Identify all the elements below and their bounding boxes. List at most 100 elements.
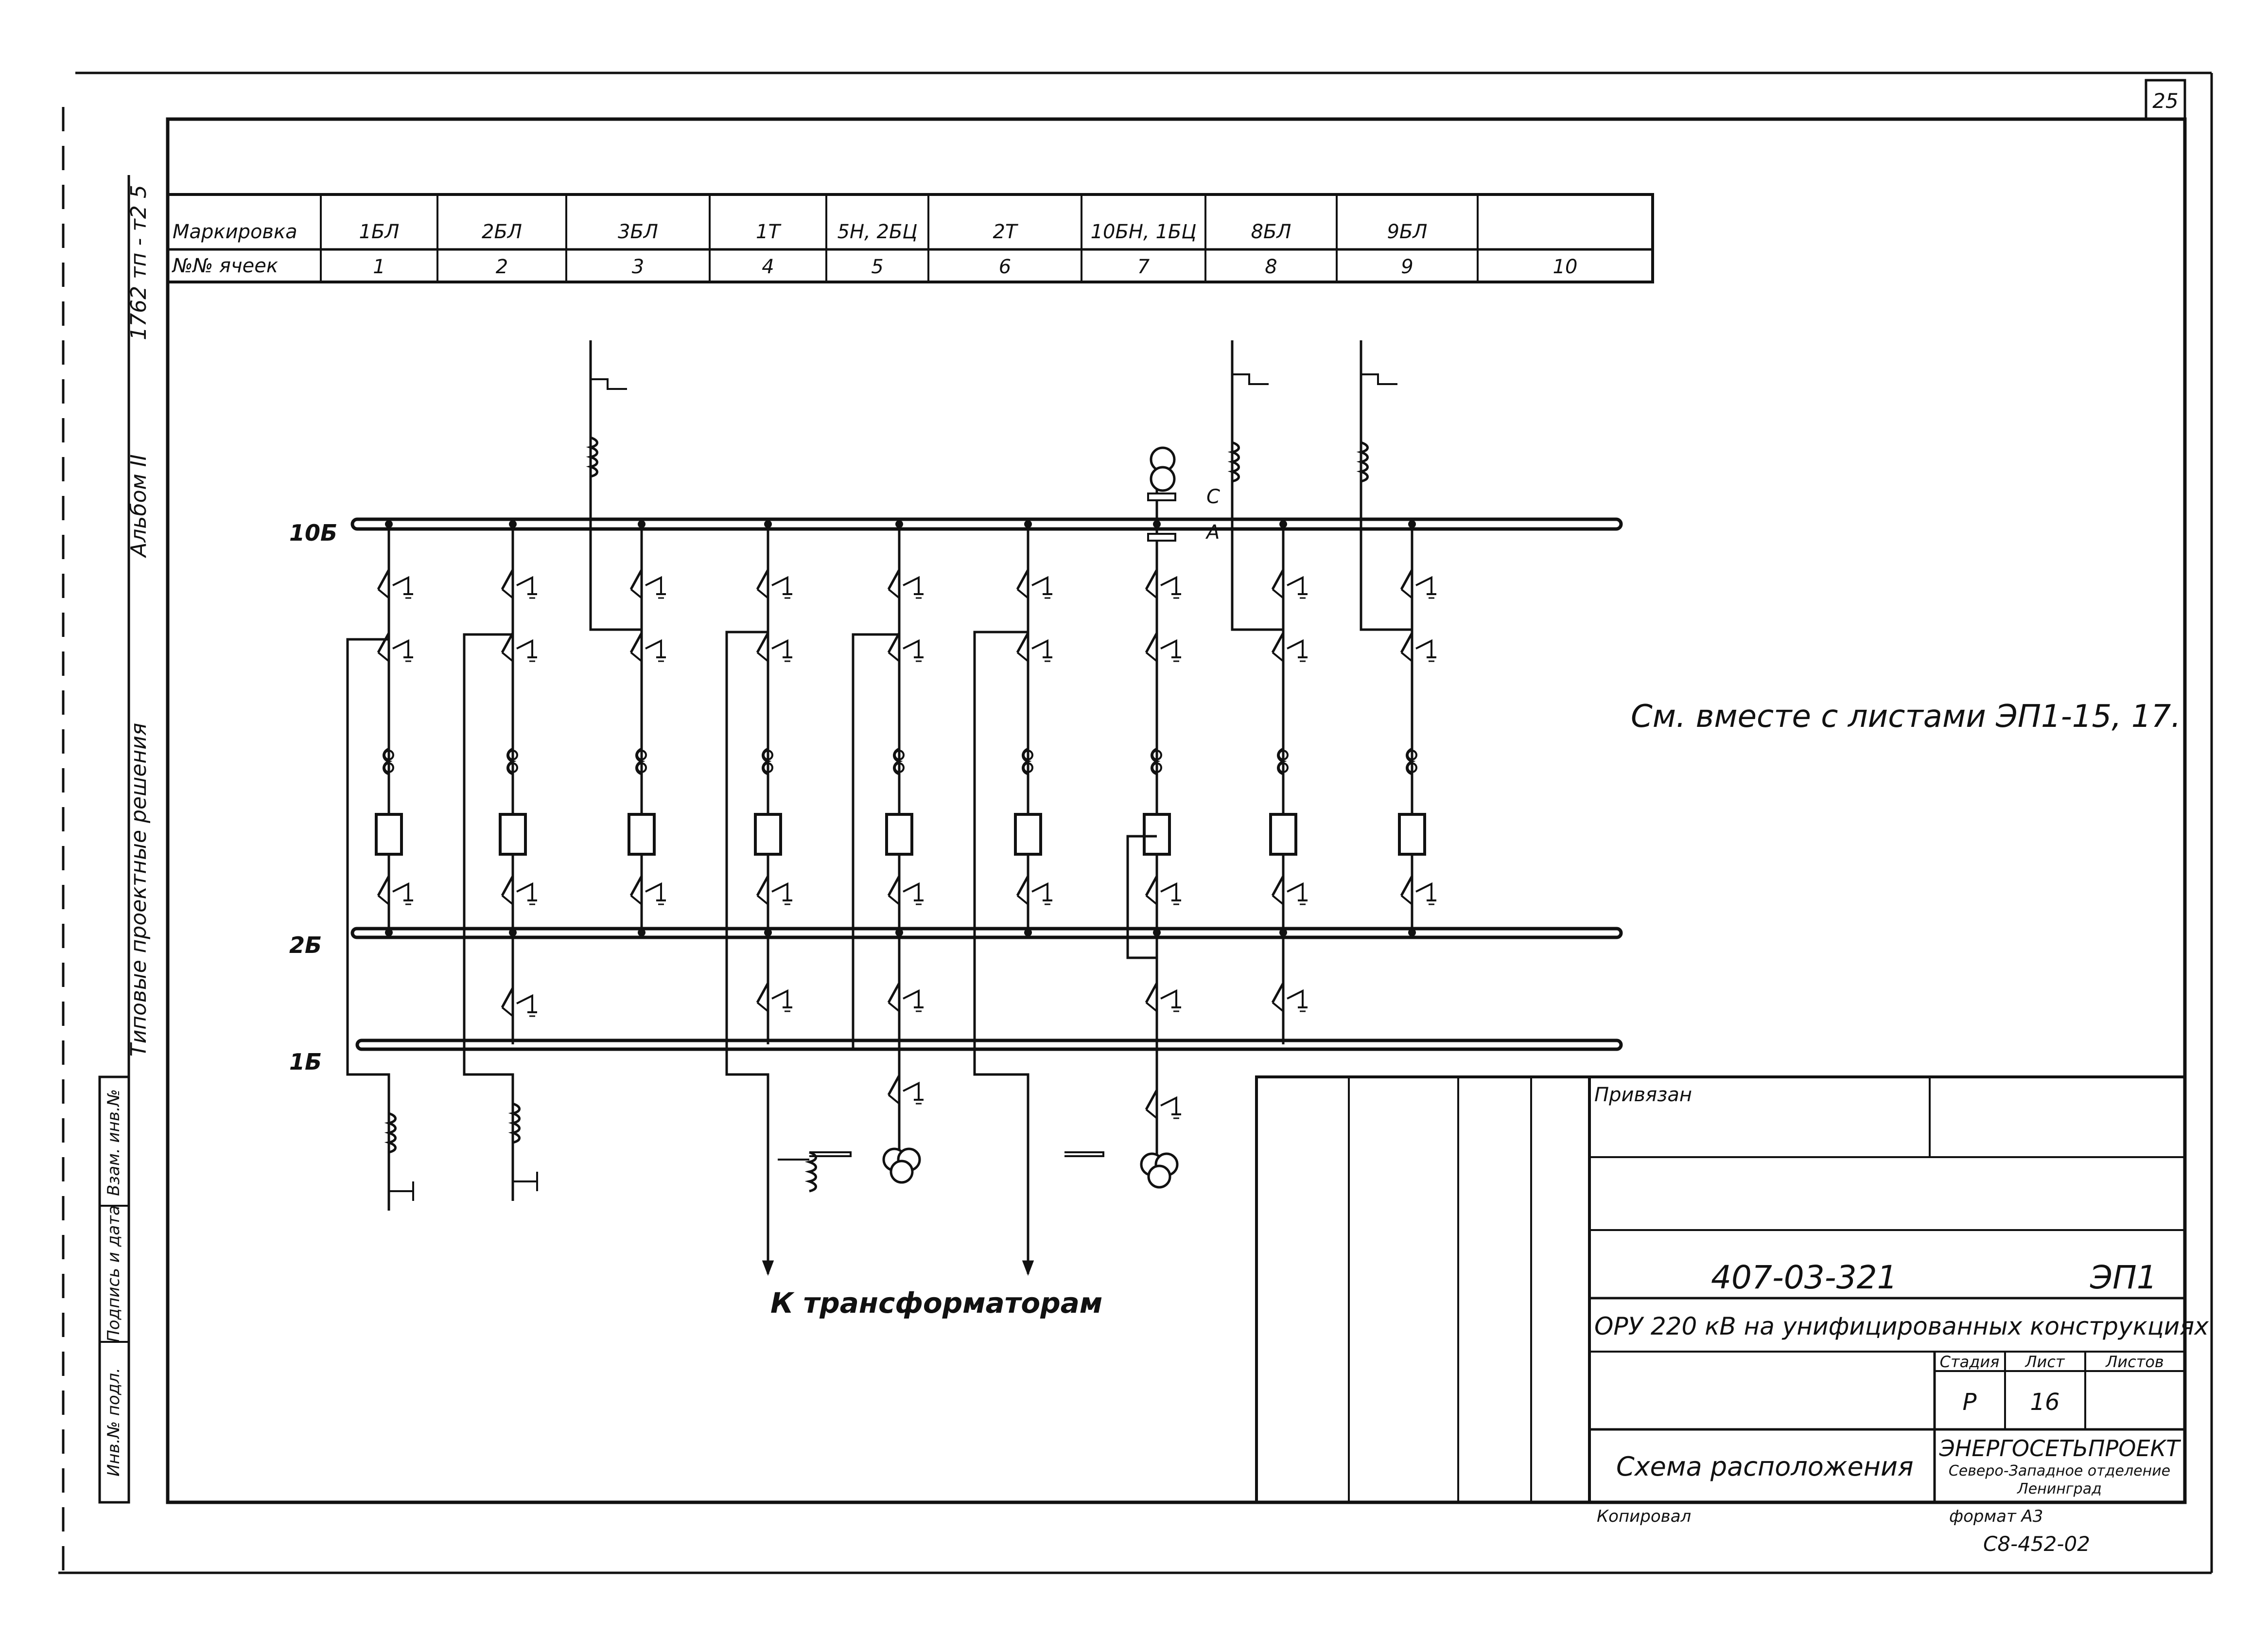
left-stamp: Взам. инв.№ Подпись и дата Инв.№ подл. bbox=[98, 1075, 130, 1504]
disconnector-upper bbox=[1400, 564, 1436, 605]
circuit-breaker bbox=[1269, 813, 1297, 856]
city: Ленинград bbox=[2017, 1480, 2102, 1497]
stage-value: Р bbox=[1963, 1389, 1977, 1416]
junction-node bbox=[638, 929, 646, 936]
line-trap bbox=[586, 436, 598, 478]
current-transformer bbox=[635, 747, 647, 775]
to-transformer-arrow bbox=[1022, 1260, 1034, 1276]
vt-fuse bbox=[1147, 533, 1176, 542]
archive-number: С8-452-02 bbox=[1983, 1532, 2090, 1556]
sheet-header: Лист bbox=[2024, 1353, 2065, 1371]
cell-marking-2: 2БЛ bbox=[482, 221, 522, 243]
cell-number-10: 10 bbox=[1553, 256, 1578, 278]
disconnector-upper bbox=[501, 564, 537, 605]
marking-row-label: Маркировка bbox=[173, 221, 297, 243]
title-block: Привязан 407-03-321 ЭП1 ОРУ 220 кВ на ун… bbox=[1255, 1075, 2209, 1556]
disconnector-lower bbox=[1400, 870, 1436, 911]
cell-marking-3: 3БЛ bbox=[618, 221, 658, 243]
drawing-frame bbox=[166, 117, 2187, 1504]
disconnector-bus-1b bbox=[1145, 977, 1181, 1018]
disconnector-upper bbox=[756, 564, 792, 605]
cell-number-8: 8 bbox=[1265, 256, 1277, 278]
bus-label-1b: 1Б bbox=[289, 1049, 322, 1075]
bay-9 bbox=[1398, 520, 1436, 936]
disconnector-middle bbox=[756, 627, 792, 668]
cell-marking-5: 5Н, 2БЦ bbox=[837, 221, 918, 243]
bus-10b bbox=[350, 517, 1623, 531]
disconnector-bus-1b bbox=[501, 982, 537, 1023]
disconnector-middle bbox=[1016, 627, 1052, 668]
disconnector-upper bbox=[1271, 564, 1308, 605]
circuit-breaker bbox=[1143, 813, 1171, 856]
cell-number-1: 1 bbox=[373, 256, 385, 278]
cell-marking-9: 9БЛ bbox=[1387, 221, 1428, 243]
bay-4-transformer bbox=[725, 631, 792, 1276]
disconnector-lower bbox=[377, 870, 413, 911]
sheet-code: ЭП1 bbox=[2090, 1259, 2157, 1296]
cell-number-2: 2 bbox=[496, 256, 508, 278]
bay-4 bbox=[754, 520, 792, 936]
earthing-switch bbox=[1361, 373, 1397, 385]
surge-arrester bbox=[804, 1151, 817, 1193]
circuit-breaker bbox=[375, 813, 403, 856]
cell-marking-8: 8БЛ bbox=[1251, 221, 1291, 243]
bay-7 bbox=[1143, 520, 1181, 936]
bay-6-transformer bbox=[973, 631, 1034, 1276]
sheet-number-box bbox=[2145, 79, 2186, 121]
bay-5-bypass bbox=[778, 633, 924, 1193]
bay-5 bbox=[885, 520, 924, 936]
line-trap bbox=[508, 1102, 521, 1144]
stamp-inv-original: Инв.№ подл. bbox=[104, 1368, 123, 1477]
bay-9-outgoing bbox=[1356, 340, 1412, 631]
bay-1-outgoing bbox=[346, 638, 414, 1211]
current-transformer bbox=[506, 747, 518, 775]
album-title: Альбом II bbox=[126, 454, 151, 558]
linked-label: Привязан bbox=[1594, 1084, 1692, 1106]
earthing-switch bbox=[591, 378, 627, 390]
bus-label-2b: 2Б bbox=[289, 932, 322, 958]
current-transformer bbox=[762, 747, 773, 775]
vt-winding bbox=[890, 1160, 914, 1184]
disconnector-vt bbox=[887, 1070, 924, 1110]
disconnector-middle bbox=[887, 627, 924, 668]
cell-number-5: 5 bbox=[871, 256, 883, 278]
bay-2 bbox=[499, 520, 537, 936]
junction-node bbox=[1408, 929, 1416, 936]
department: Северо-Западное отделение bbox=[1949, 1462, 2170, 1479]
line-trap bbox=[1356, 441, 1369, 483]
circuit-breaker bbox=[1014, 813, 1042, 856]
cell-marking-1: 1БЛ bbox=[359, 221, 400, 243]
disconnector-bus-1b bbox=[1271, 977, 1308, 1018]
junction-node bbox=[1024, 929, 1032, 936]
current-transformer bbox=[1406, 747, 1417, 775]
bay-3 bbox=[628, 520, 666, 936]
vt-label-c: С bbox=[1206, 486, 1220, 508]
disconnector-lower bbox=[629, 870, 666, 911]
bay-8-outgoing bbox=[1227, 340, 1308, 1044]
cell-number-9: 9 bbox=[1401, 256, 1413, 278]
to-transformer-arrow bbox=[762, 1260, 774, 1276]
format-label: формат А3 bbox=[1949, 1507, 2043, 1526]
disconnector-lower bbox=[501, 870, 537, 911]
project-title: ОРУ 220 кВ на унифицированных конструкци… bbox=[1594, 1312, 2209, 1340]
line-trap bbox=[384, 1112, 397, 1154]
disconnector-vt bbox=[1145, 1084, 1181, 1125]
stage-header: Стадия bbox=[1940, 1353, 2000, 1371]
single-line-scheme bbox=[346, 340, 1623, 1276]
disconnector-upper bbox=[629, 564, 666, 605]
current-transformer bbox=[893, 747, 905, 775]
transformers-caption: К трансформаторам bbox=[770, 1286, 1102, 1320]
circuit-breaker bbox=[1398, 813, 1426, 856]
bay-3-outgoing bbox=[586, 340, 642, 631]
disconnector-middle bbox=[377, 627, 413, 668]
disconnector-middle bbox=[1400, 627, 1436, 668]
cell-number-3: 3 bbox=[632, 256, 644, 278]
cell-number-7: 7 bbox=[1137, 256, 1150, 278]
bus-1b bbox=[355, 1039, 1623, 1051]
earthing-switch bbox=[1232, 373, 1269, 385]
sheet-no-value: 16 bbox=[2030, 1389, 2059, 1416]
disconnector-middle bbox=[1271, 627, 1308, 668]
sheets-header: Листов bbox=[2105, 1353, 2164, 1371]
vt-fuse bbox=[1147, 493, 1176, 501]
